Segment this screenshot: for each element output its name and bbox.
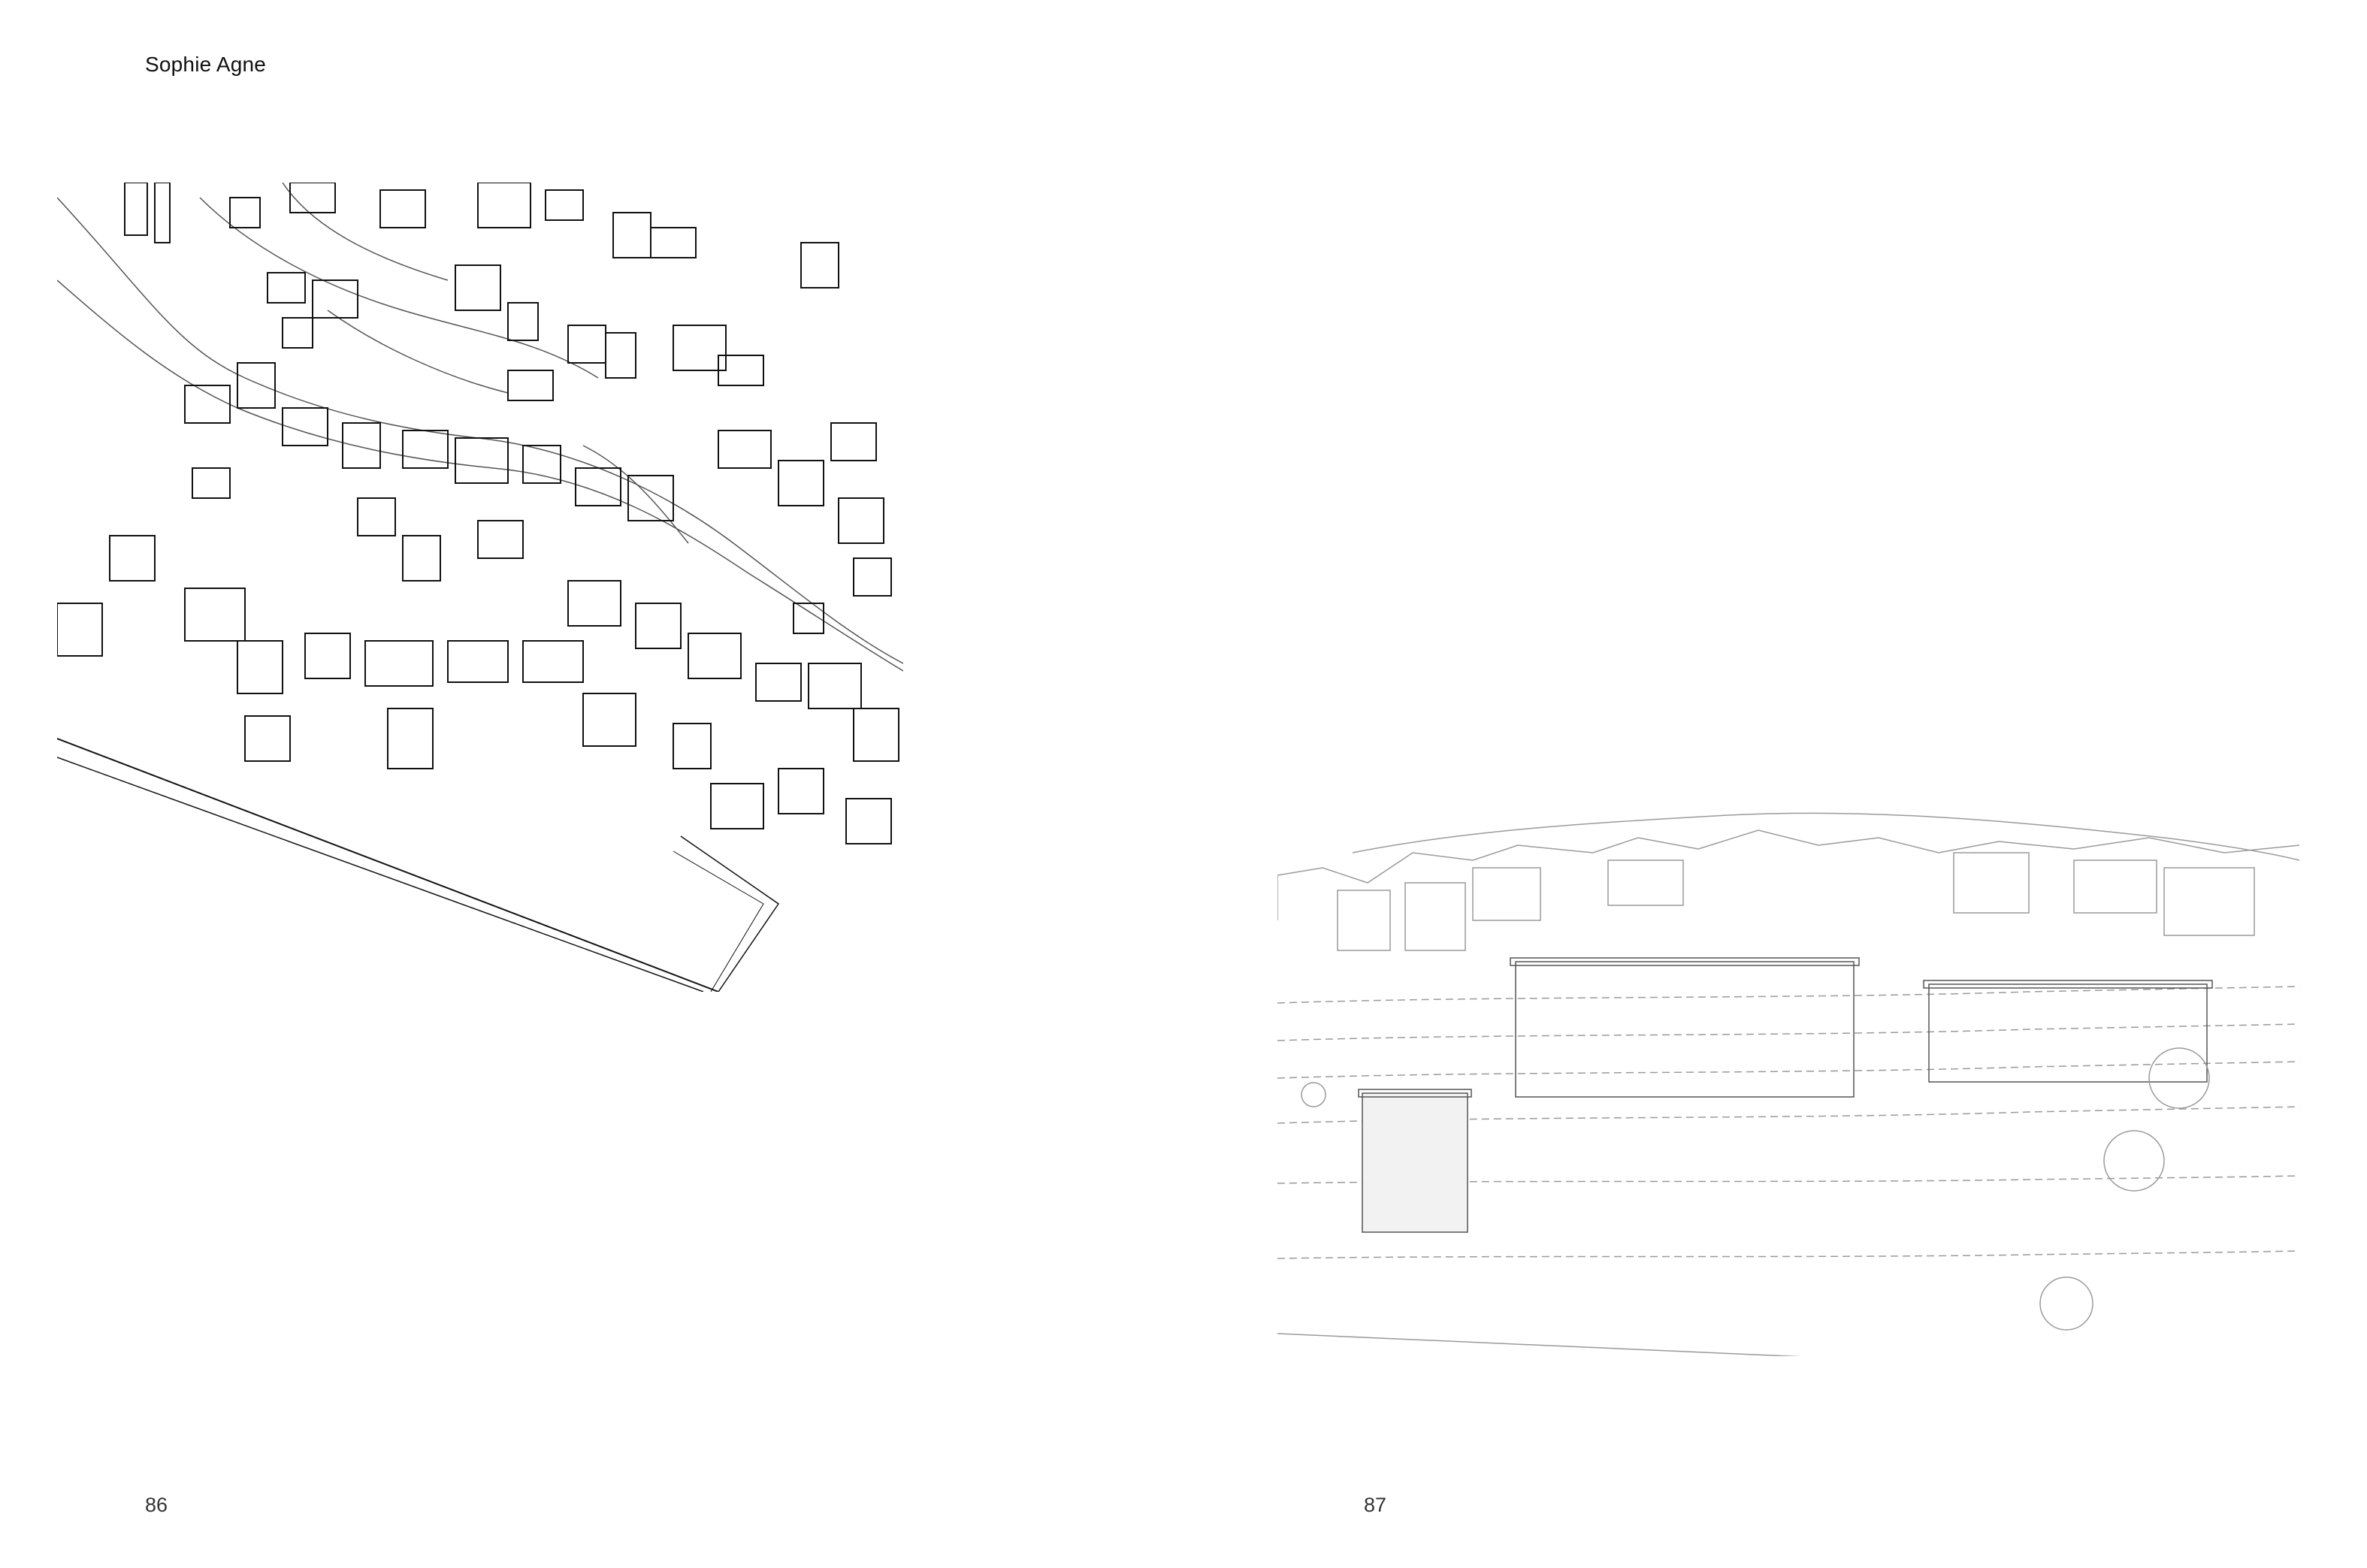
elevation-figure (1277, 808, 2299, 1356)
elevation-drawing (1277, 812, 2299, 1356)
left-page: Sophie Agne (57, 53, 903, 1516)
page-number-right: 87 (1364, 1494, 1387, 1516)
right-page: 87 (1184, 0, 2367, 1568)
site-plan-drawing (57, 183, 903, 992)
page-number-left: 86 (145, 1494, 168, 1516)
running-head-author: Sophie Agne (145, 53, 267, 76)
site-plan-figure (57, 183, 903, 992)
